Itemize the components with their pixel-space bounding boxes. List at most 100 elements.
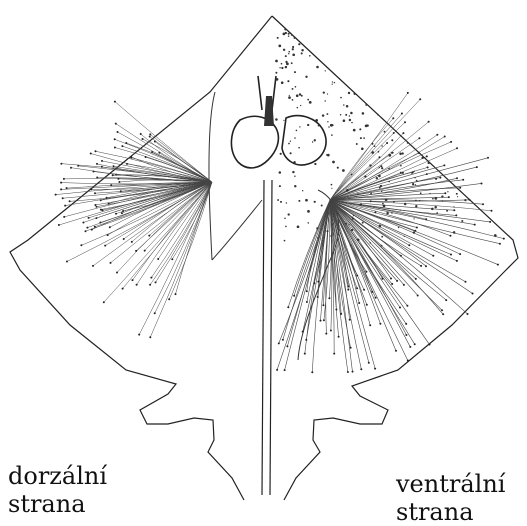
sensory-dot [360,204,362,206]
sensory-dot [453,206,454,207]
fiber-end-dot [465,281,467,283]
sensory-dot [308,222,310,224]
sensory-dot [413,171,414,172]
sensory-dot [379,225,382,228]
fiber-end-dot [149,136,151,138]
fiber-end-dot [323,319,325,321]
fiber-end-dot [469,199,471,201]
fiber-end-dot [340,313,342,315]
dorsal-side-label: dorzální strana [8,462,107,518]
sensory-dot [327,121,328,122]
fiber-end-dot [311,371,313,373]
left-fin-arc [209,92,262,260]
fiber-end-dot [64,205,66,207]
sensory-dot [307,99,309,101]
sensory-dot [414,218,415,219]
fiber-end-dot [58,224,60,226]
sensory-dot [314,163,316,165]
sensory-dot [326,113,328,115]
fiber-end-dot [403,284,405,286]
sensory-dot [292,48,294,50]
sensory-dot [391,212,392,213]
nerve-fans [55,92,505,373]
fiber-end-dot [157,258,159,260]
fiber-end-dot [395,350,397,352]
fiber-end-dot [349,319,351,321]
fiber-end-dot [96,177,98,179]
fiber-end-dot [338,336,340,338]
fiber-end-dot [110,262,112,264]
fiber-end-dot [149,284,151,286]
fiber-end-dot [379,323,381,325]
sensory-dot [415,205,417,207]
sensory-dot [288,53,289,54]
sensory-dot [357,193,359,195]
sensory-dot [294,176,295,177]
fiber-end-dot [347,289,349,291]
fiber-end-dot [366,304,368,306]
sensory-dot [292,46,294,48]
sensory-dot [331,188,332,189]
fiber-end-dot [60,182,62,184]
fiber-end-dot [66,261,68,263]
sensory-dot [279,171,282,174]
fiber-end-dot [55,194,57,196]
sensory-dot [441,195,443,197]
sensory-dot [331,184,333,186]
fiber-end-dot [82,222,84,224]
fiber-end-dot [287,306,289,308]
sensory-dot [429,193,430,194]
sensory-dot [299,93,301,95]
fiber-end-dot [426,155,428,157]
sensory-dot [277,199,279,201]
fiber-end-dot [356,287,358,289]
sensory-dot [279,185,281,187]
sensory-dot [325,70,326,71]
sensory-dot [316,227,318,229]
sensory-dot [435,178,437,180]
sensory-dot [457,196,458,197]
sensory-dot [322,114,324,116]
sensory-dot [398,227,399,228]
sensory-dot [370,193,372,195]
sensory-dot [309,101,312,104]
sensory-dot [361,147,364,150]
fiber-end-dot [101,160,103,162]
sensory-dot [340,97,342,99]
sensory-dot [298,147,300,149]
sensory-dot [356,143,358,145]
fiber-end-dot [114,101,116,103]
sensory-dot [307,124,309,126]
fiber-end-dot [497,264,499,266]
sensory-dot [281,67,283,69]
sensory-dot [402,152,404,154]
fiber-end-dot [110,184,112,186]
ventral-label-line2: strana [396,498,505,526]
fiber-end-dot [360,368,362,370]
sensory-dot [494,234,497,237]
fiber-end-dot [481,183,483,185]
sensory-dot [292,53,295,56]
sensory-dot [288,143,290,145]
fiber-end-dot [85,230,87,232]
sensory-dot [343,119,346,122]
fiber-end-dot [439,177,441,179]
fiber-end-dot [333,353,335,355]
fiber-end-dot [115,213,117,215]
fiber-end-dot [95,150,97,152]
fiber-end-dot [122,288,124,290]
fiber-end-dot [443,164,445,166]
sensory-dot [381,245,383,247]
sensory-dot [343,104,345,106]
sensory-dot [283,120,284,121]
fiber-end-dot [476,166,478,168]
fiber-end-dot [136,284,138,286]
sensory-dot [353,215,354,216]
fiber-end-dot [365,271,367,273]
sensory-dot [292,171,294,173]
sensory-dot [393,132,395,134]
sensory-dot [349,119,351,121]
fiber-end-dot [88,217,90,219]
fiber-end-dot [390,278,392,280]
sensory-dot [293,37,295,39]
